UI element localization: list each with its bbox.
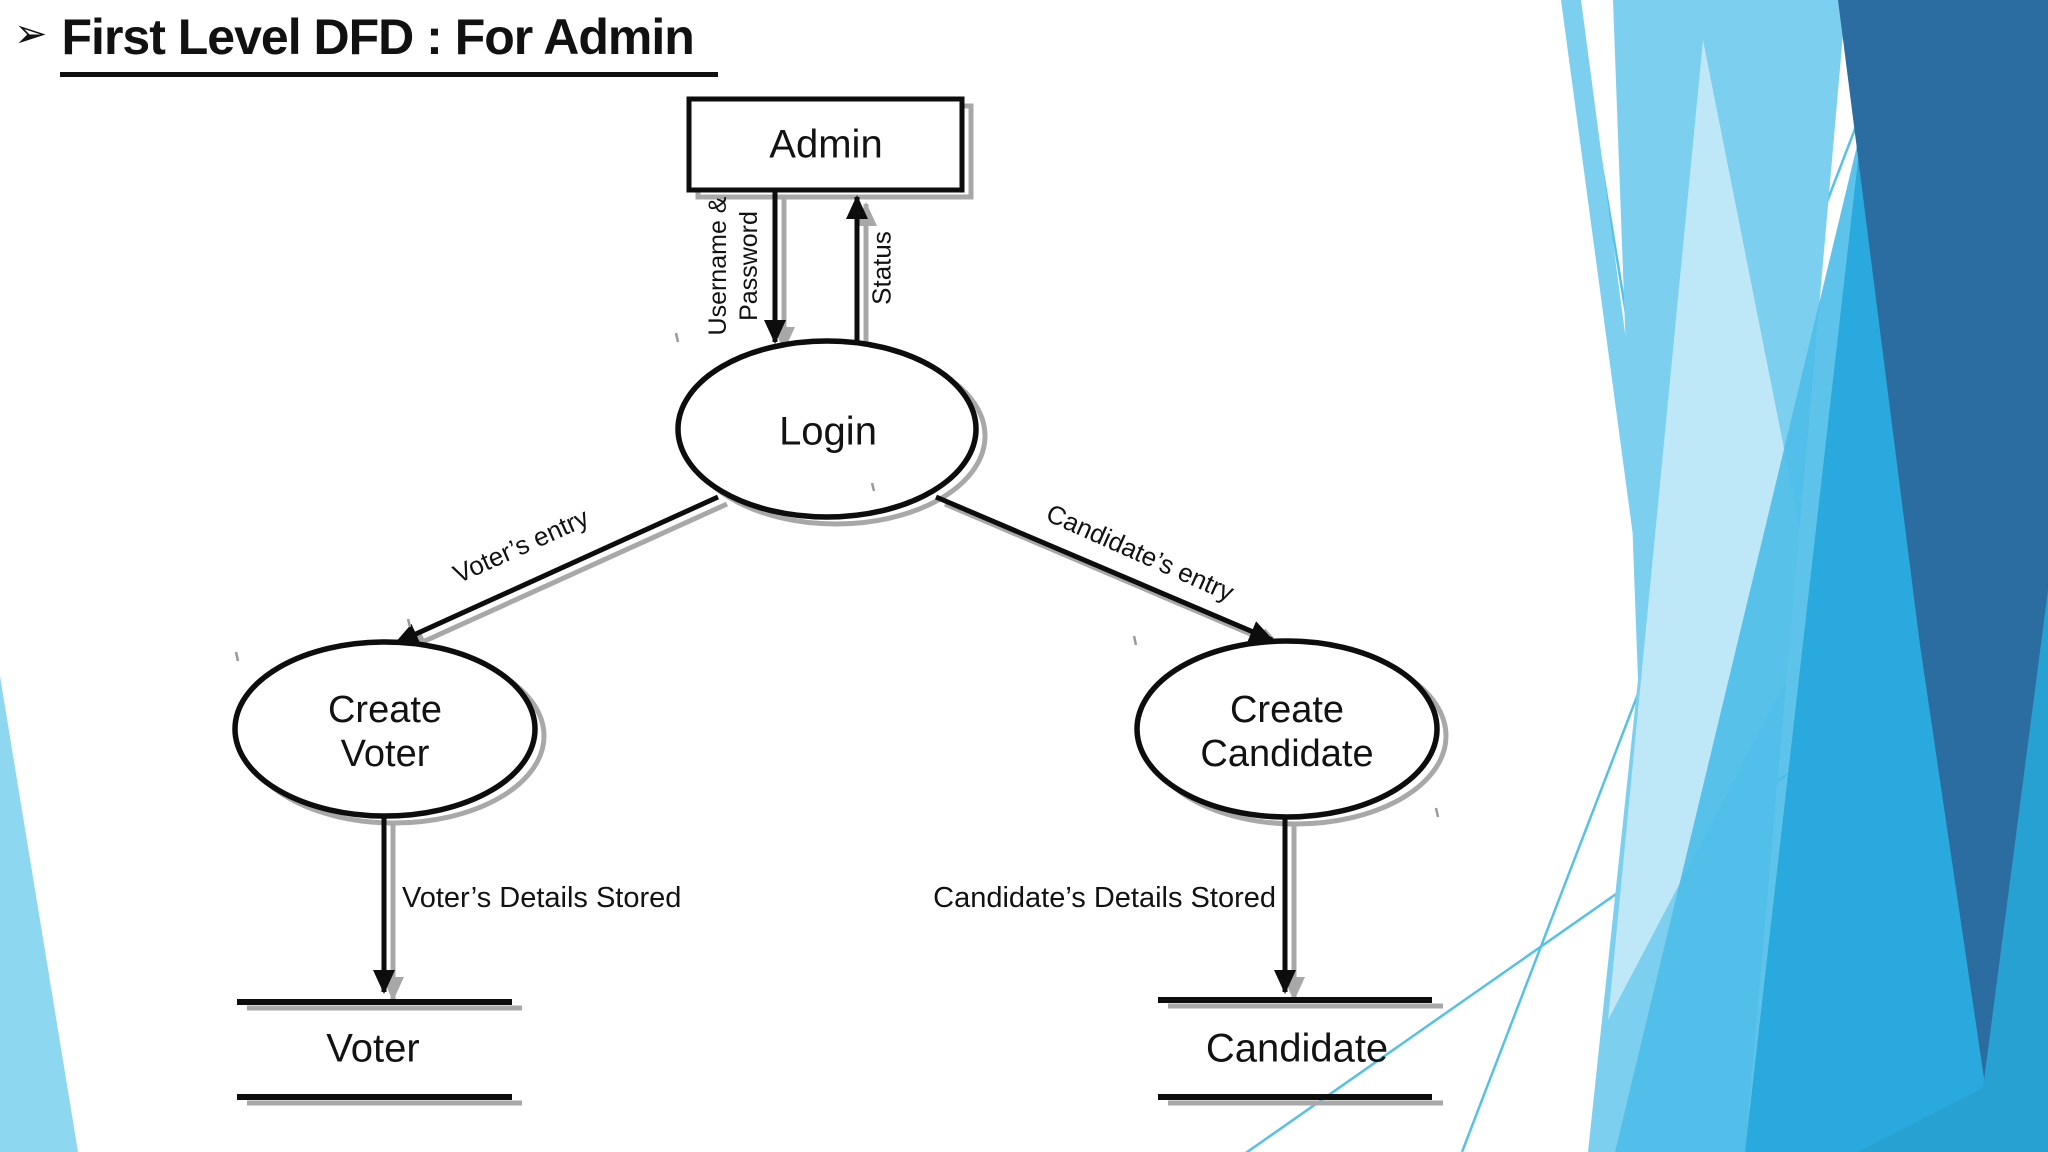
datastores	[237, 997, 1443, 1106]
login-process-shape	[675, 338, 979, 520]
admin-entity-label: Admin	[769, 122, 883, 167]
create-candidate-line2: Candidate	[1200, 733, 1374, 775]
pale-overlay-triangle	[1608, 40, 1818, 1020]
dark-blue-polygon	[1838, 0, 2048, 1085]
arrow-shadows	[382, 199, 1305, 1001]
create-candidate-process-shape	[1134, 638, 1440, 820]
right-edge-wedge	[1858, 590, 2048, 1152]
create-candidate-line1: Create	[1229, 689, 1345, 731]
login-process-label: Login	[779, 409, 877, 454]
flow-arrows	[373, 192, 1296, 994]
create-voter-line1: Create	[327, 689, 443, 731]
datastore-shadows	[247, 1003, 1443, 1106]
flow-username-password-label: Username & Password	[703, 197, 765, 336]
create-voter-process-shape	[232, 639, 538, 819]
datastore-lines	[237, 997, 1432, 1100]
flow-candidates-entry-arrow	[935, 494, 1274, 643]
flow-voters-entry-arrow	[394, 494, 720, 646]
slide-title-text: First Level DFD : For Admin	[59, 8, 718, 77]
username-password-line1: Username &	[704, 196, 732, 336]
flow-voters-details-label: Voter’s Details Stored	[402, 882, 682, 914]
admin-entity-shape	[686, 96, 965, 193]
arrow-bullet-icon: ➢	[14, 12, 48, 56]
username-password-line2: Password	[735, 211, 763, 321]
create-candidate-process-label: Create Candidate	[1200, 688, 1373, 776]
dfd-nodes	[232, 96, 1440, 820]
bottom-left-corner-wedge	[0, 676, 78, 1152]
create-voter-process-label: Create Voter	[328, 688, 442, 776]
flow-candidates-details-label: Candidate’s Details Stored	[933, 882, 1276, 914]
candidate-datastore-label: Candidate	[1205, 1026, 1389, 1071]
voter-datastore-label: Voter	[326, 1026, 420, 1071]
create-voter-line2: Voter	[340, 733, 430, 775]
slide-title: ➢ First Level DFD : For Admin	[14, 8, 718, 77]
artifact-ticks	[234, 332, 1440, 818]
flow-status-label: Status	[866, 231, 897, 305]
